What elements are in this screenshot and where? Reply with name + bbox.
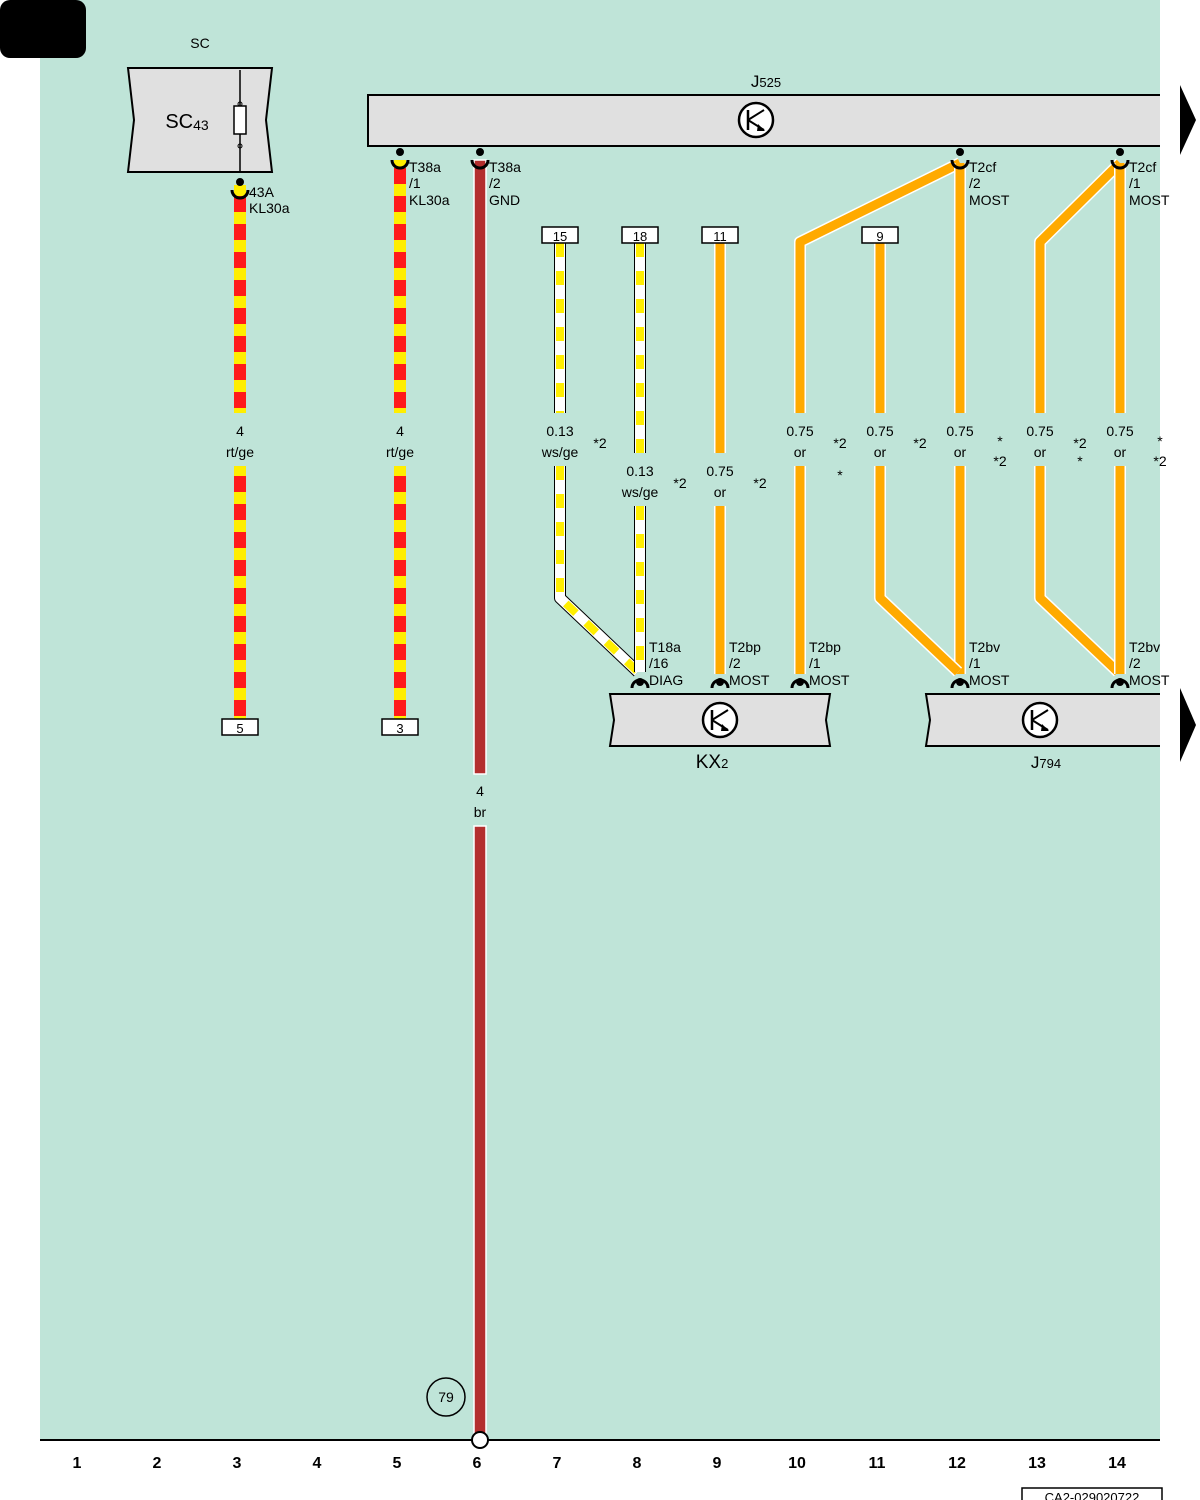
svg-text:11: 11 xyxy=(713,229,727,244)
svg-text:79: 79 xyxy=(438,1389,454,1405)
j794-label: J794 xyxy=(1031,753,1061,772)
continuation-arrow-top xyxy=(1180,85,1196,155)
connector-box-3: 3 xyxy=(381,718,419,736)
terminal-symbols-bottom xyxy=(630,678,1130,689)
track-number: 14 xyxy=(1108,1455,1126,1472)
track-number: 3 xyxy=(233,1455,242,1472)
footnote-marker: * xyxy=(1157,433,1163,449)
sc-group-label: SC xyxy=(190,35,209,51)
svg-text:9: 9 xyxy=(876,229,883,244)
continuation-arrow-bottom xyxy=(1180,688,1196,762)
kx2-label: KX2 xyxy=(696,752,729,773)
footnote-marker: *2 xyxy=(833,435,846,451)
j525-transistor-icon xyxy=(737,101,775,139)
ground-junction xyxy=(471,1431,489,1449)
svg-text:15: 15 xyxy=(553,229,567,244)
track-number: 8 xyxy=(633,1455,642,1472)
track-number: 4 xyxy=(313,1455,322,1472)
wire-track3-lower xyxy=(234,466,246,720)
page-tab xyxy=(0,0,86,58)
wire-track5-upper xyxy=(394,160,406,413)
track-numbers: 1 2 3 4 5 6 7 8 9 10 11 12 13 14 xyxy=(73,1455,1126,1472)
footnote-marker: * xyxy=(1077,453,1083,469)
fuse-icon xyxy=(233,70,247,172)
connector-box-18: 18 xyxy=(621,226,659,244)
terminal-symbols-top xyxy=(230,148,1130,200)
footnote-marker: *2 xyxy=(913,435,926,451)
wire-track10 xyxy=(794,157,963,674)
footnote-marker: *2 xyxy=(593,435,606,451)
svg-text:5: 5 xyxy=(236,721,243,736)
track-number: 10 xyxy=(788,1455,806,1472)
footnote-marker: *2 xyxy=(673,475,686,491)
wire-track6-upper xyxy=(473,159,487,775)
track-number: 7 xyxy=(553,1455,562,1472)
footnote-marker: *2 xyxy=(1153,453,1166,469)
svg-text:3: 3 xyxy=(396,721,403,736)
wire-track13 xyxy=(1034,158,1125,677)
wire-track5-lower xyxy=(394,466,406,720)
footnote-marker: *2 xyxy=(993,453,1006,469)
track-number: 11 xyxy=(869,1455,886,1472)
svg-text:CA2-029020722: CA2-029020722 xyxy=(1045,1490,1140,1500)
wire-track7 xyxy=(554,243,643,677)
sc43-box xyxy=(126,67,274,173)
track-number: 1 xyxy=(73,1455,82,1472)
connector-box-9: 9 xyxy=(861,226,899,244)
track-number: 9 xyxy=(713,1455,722,1472)
wire-track3-upper xyxy=(234,185,246,413)
connector-box-15: 15 xyxy=(541,226,579,244)
track-number: 13 xyxy=(1028,1455,1046,1472)
track-number: 12 xyxy=(948,1455,966,1472)
footnote-marker: *2 xyxy=(753,475,766,491)
ground-reference: 79 xyxy=(426,1377,466,1417)
track-number: 6 xyxy=(473,1455,482,1472)
kx2-transistor-icon xyxy=(701,701,739,739)
track-number: 5 xyxy=(393,1455,402,1472)
footnote-marker: *2 xyxy=(1073,435,1086,451)
wire-track11 xyxy=(874,243,963,677)
j794-transistor-icon xyxy=(1021,701,1059,739)
footnote-marker: * xyxy=(997,433,1003,449)
j525-label: J525 xyxy=(751,72,781,91)
connector-box-5: 5 xyxy=(221,718,259,736)
footnote-markers: *2 *2 *2 *2 * *2 * *2 *2 * * *2 xyxy=(593,433,1166,491)
track-number: 2 xyxy=(153,1455,162,1472)
svg-text:18: 18 xyxy=(633,229,647,244)
sc43-label: SC43 xyxy=(165,111,209,133)
wire-track6-lower xyxy=(473,825,487,1435)
footnote-marker: * xyxy=(837,467,843,483)
document-code: CA2-029020722 xyxy=(1021,1487,1163,1500)
connector-box-11: 11 xyxy=(701,226,739,244)
